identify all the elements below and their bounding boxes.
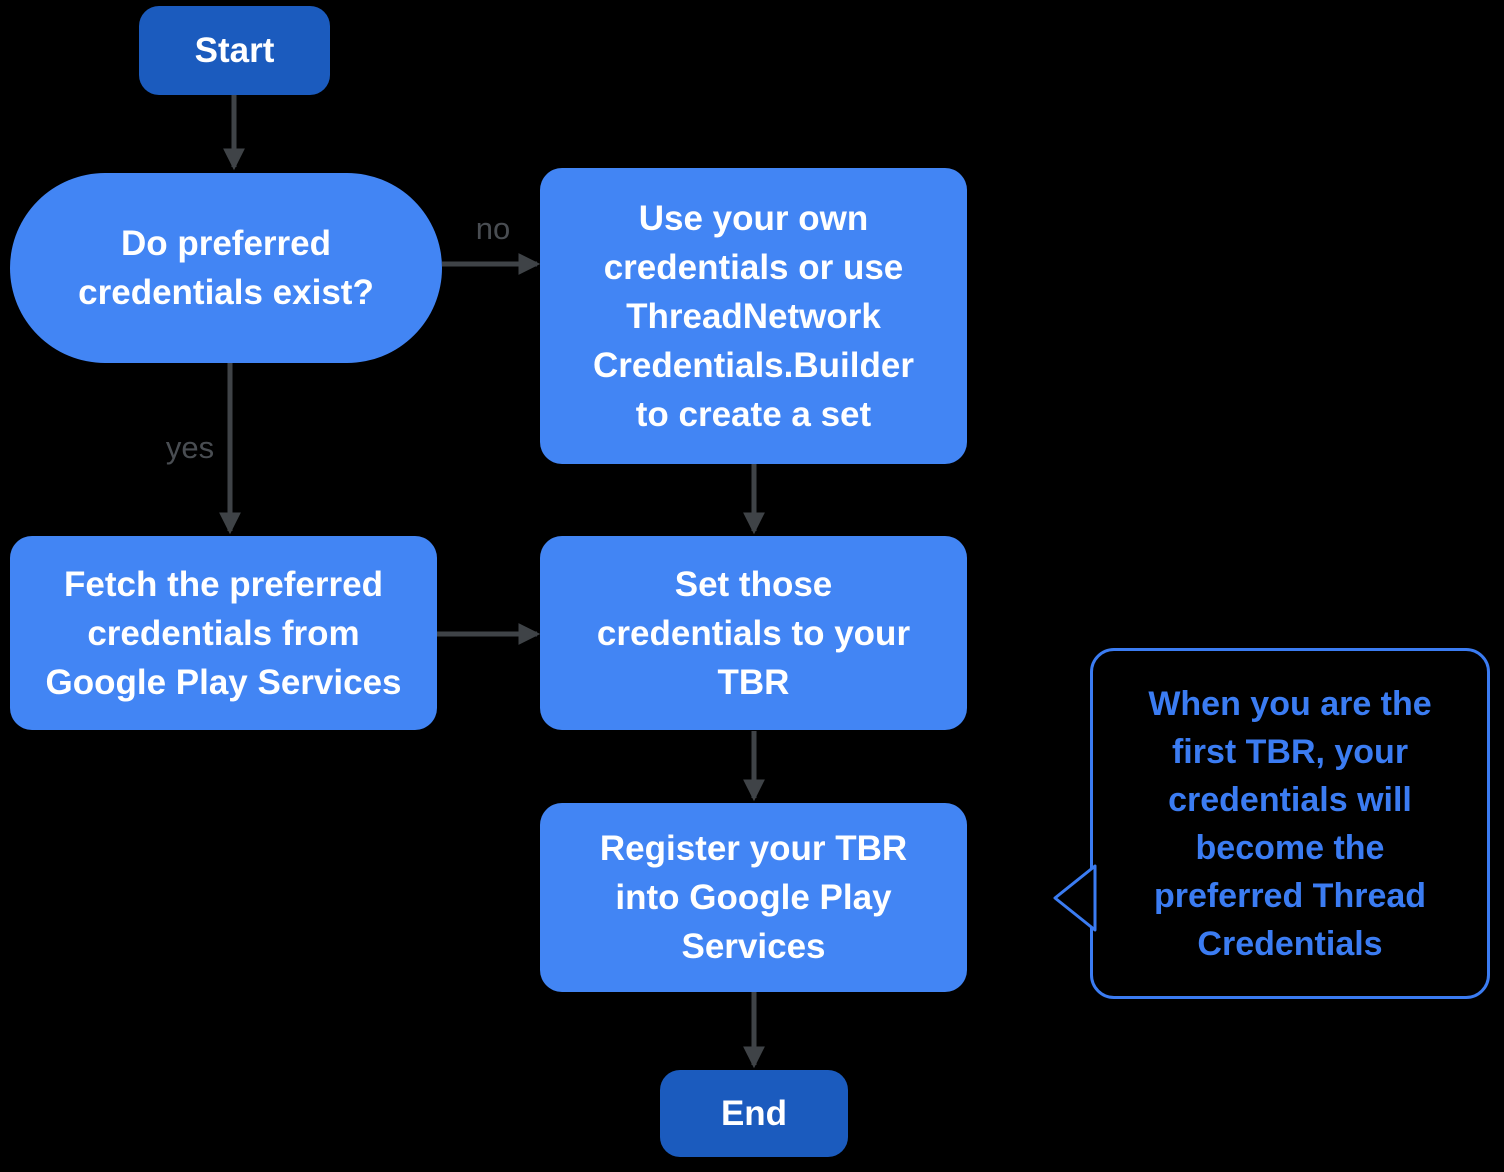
node-start-label: Start bbox=[194, 31, 275, 70]
node-register-tbr: Register your TBR into Google Play Servi… bbox=[540, 803, 967, 992]
callout-note-text: When you are the first TBR, your credent… bbox=[1148, 684, 1432, 963]
edge-label-yes: yes bbox=[165, 430, 215, 465]
node-set-credentials-label: Set those credentials to your TBR bbox=[596, 564, 911, 702]
node-fetch-preferred-credentials-label: Fetch the preferred credentials from Goo… bbox=[45, 564, 402, 702]
node-use-own-credentials: Use your own credentials or use ThreadNe… bbox=[540, 168, 967, 464]
node-decision-label: Do preferred credentials exist? bbox=[78, 224, 374, 312]
callout-note: When you are the first TBR, your credent… bbox=[1053, 648, 1490, 999]
node-use-own-credentials-label: Use your own credentials or use ThreadNe… bbox=[593, 198, 914, 434]
node-end-label: End bbox=[720, 1094, 788, 1133]
callout-tail-icon bbox=[1053, 864, 1097, 932]
node-register-tbr-label: Register your TBR into Google Play Servi… bbox=[599, 829, 908, 966]
edge-label-no: no bbox=[475, 211, 511, 246]
node-end: End bbox=[660, 1070, 848, 1157]
node-decision-preferred-credentials: Do preferred credentials exist? bbox=[10, 173, 442, 363]
node-start: Start bbox=[139, 6, 330, 95]
node-fetch-preferred-credentials: Fetch the preferred credentials from Goo… bbox=[10, 536, 437, 730]
node-set-credentials: Set those credentials to your TBR bbox=[540, 536, 967, 730]
